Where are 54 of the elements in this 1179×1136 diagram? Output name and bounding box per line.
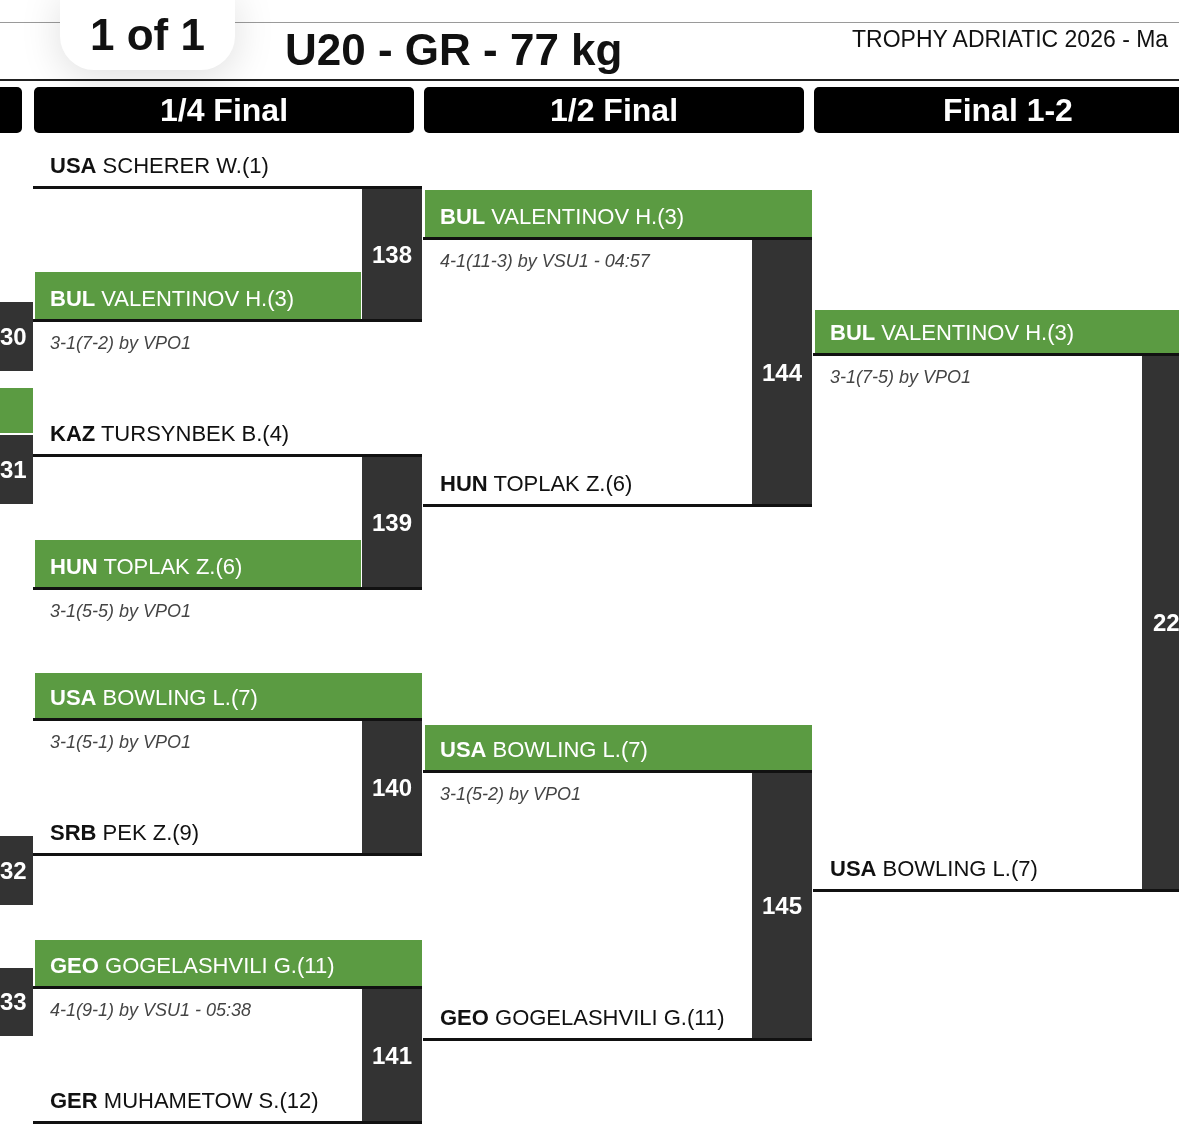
match-bar — [1142, 356, 1179, 890]
round-header — [0, 87, 22, 133]
competitor-name: SRB PEK Z.(9) — [50, 820, 200, 846]
competitor-name: USA SCHERER W.(1) — [50, 153, 269, 179]
match-score: 4-1(9-1) by VSU1 - 05:38 — [50, 999, 252, 1021]
match-number: 32 — [0, 856, 27, 885]
match-bar — [752, 773, 812, 1039]
match-bar — [0, 836, 33, 905]
round-title: 1/4 Final — [160, 91, 288, 129]
competitor-name: USA BOWLING L.(7) — [440, 737, 648, 763]
competitor-name: HUN TOPLAK Z.(6) — [440, 471, 633, 497]
competitor-name: HUN TOPLAK Z.(6) — [50, 554, 243, 580]
winner-highlight — [0, 388, 33, 433]
match-score: 3-1(5-2) by VPO1 — [440, 783, 582, 805]
round-title: Final 1-2 — [943, 91, 1073, 129]
match-bar — [362, 721, 422, 854]
competitor-name: BUL VALENTINOV H.(3) — [440, 204, 685, 230]
round-header — [34, 87, 414, 133]
match-number: 141 — [372, 1041, 412, 1070]
competitor-name: KAZ TURSYNBEK B.(4) — [50, 421, 290, 447]
match-number: 139 — [372, 508, 412, 537]
match-score: 3-1(5-5) by VPO1 — [50, 600, 192, 622]
match-number: 30 — [0, 322, 27, 351]
match-number: 145 — [762, 892, 802, 920]
competitor-name: BUL VALENTINOV H.(3) — [50, 286, 295, 312]
match-bar — [752, 240, 812, 505]
match-number: 31 — [0, 455, 27, 484]
match-score: 3-1(7-2) by VPO1 — [50, 332, 192, 354]
round-title: 1/2 Final — [550, 91, 678, 129]
match-number: 140 — [372, 773, 412, 802]
competitor-name: USA BOWLING L.(7) — [50, 685, 258, 711]
page-indicator: 1 of 1 — [60, 0, 235, 70]
match-number: 144 — [762, 358, 802, 387]
match-number: 22 — [1153, 609, 1179, 637]
match-score: 4-1(11-3) by VSU1 - 04:57 — [440, 250, 650, 272]
event-name: TROPHY ADRIATIC 2026 - Ma — [852, 25, 1169, 53]
competitor-name: BUL VALENTINOV H.(3) — [830, 320, 1075, 346]
round-header — [424, 87, 804, 133]
match-score: 3-1(7-5) by VPO1 — [830, 366, 972, 388]
match-bar — [0, 435, 33, 504]
round-header — [814, 87, 1179, 133]
match-number: 138 — [372, 240, 412, 269]
competitor-name: GEO GOGELASHVILI G.(11) — [50, 953, 335, 979]
match-bar — [362, 189, 422, 320]
match-bar — [362, 989, 422, 1122]
match-bar — [0, 302, 33, 371]
match-score: 3-1(5-1) by VPO1 — [50, 731, 192, 753]
diagram-title: U20 - GR - 77 kg — [285, 24, 623, 76]
competitor-name: GEO GOGELASHVILI G.(11) — [440, 1005, 725, 1031]
match-bar — [362, 457, 422, 588]
match-number: 33 — [0, 988, 27, 1016]
competitor-name: GER MUHAMETOW S.(12) — [50, 1088, 319, 1114]
match-bar — [0, 968, 33, 1036]
competitor-name: USA BOWLING L.(7) — [830, 856, 1038, 882]
